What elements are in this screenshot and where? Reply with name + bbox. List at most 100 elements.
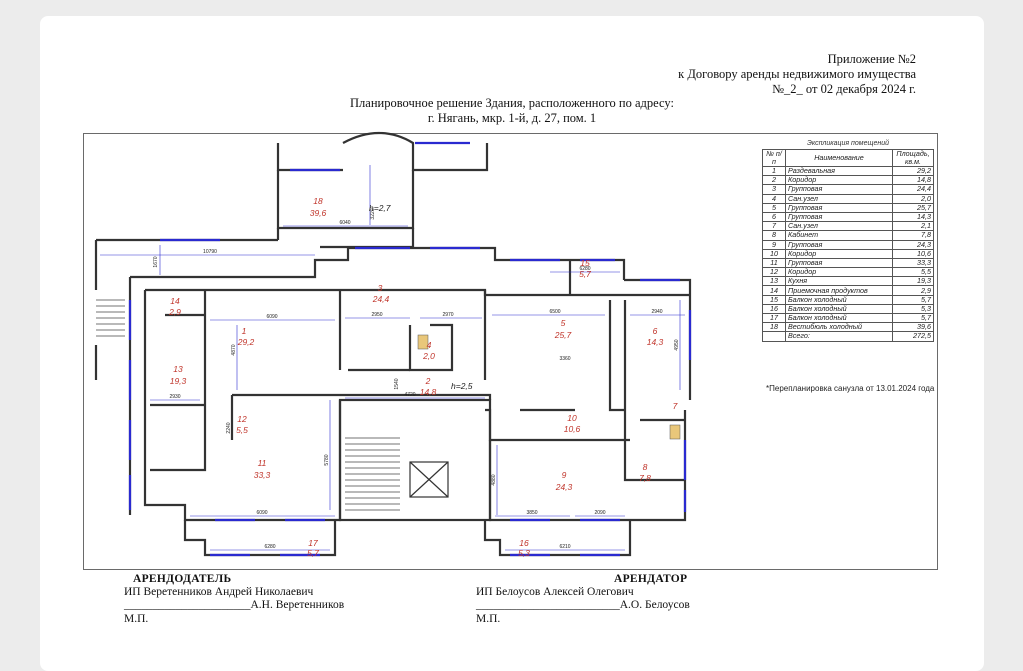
room-area: 5,7 — [307, 548, 319, 558]
room-area-cell: 272,5 — [892, 331, 934, 342]
room-name-cell: Всего: — [785, 331, 893, 342]
room-number: 9 — [562, 470, 567, 480]
room-number: 8 — [643, 462, 648, 472]
document-page: Приложение №2 к Договору аренды недвижим… — [40, 16, 984, 671]
row-number-cell: 10 — [762, 248, 786, 259]
dimension-label: 6090 — [256, 510, 267, 516]
room-number: 17 — [308, 538, 318, 548]
appendix-title: Приложение №2 — [827, 52, 916, 66]
row-number-cell: 8 — [762, 230, 786, 241]
room-area-cell: 5,7 — [892, 294, 934, 305]
room-area-cell: 14,8 — [892, 175, 934, 186]
tenant-name: ИП Белоусов Алексей Олегович — [476, 586, 634, 598]
dimension-label: 6210 — [559, 544, 570, 550]
row-number-cell: 14 — [762, 285, 786, 296]
plan-address: г. Нягань, мкр. 1-й, д. 27, пом. 1 — [427, 111, 597, 125]
room-area: 5,3 — [518, 548, 530, 558]
row-number-cell: 3 — [762, 184, 786, 195]
room-area-cell: 2,9 — [892, 285, 934, 296]
room-area-cell: 19,3 — [892, 276, 934, 287]
dimension-label: 4720 — [404, 392, 415, 398]
column-header: Площадь, кв.м. — [892, 149, 934, 167]
table-header-row: № п/п Наименование Площадь, кв.м. — [762, 149, 934, 167]
room-number: 13 — [173, 364, 183, 374]
dimension-label: 6040 — [339, 220, 350, 226]
row-number-cell: 18 — [762, 322, 786, 333]
room-number: 10 — [567, 413, 577, 423]
floor-plan-frame — [83, 133, 938, 570]
room-area: 25,7 — [554, 330, 572, 340]
room-name-cell: Балкон холодный — [785, 294, 893, 305]
tenant-role-text: АРЕНДАТОР — [614, 573, 688, 585]
room-number: 7 — [673, 401, 678, 411]
room-number: 2 — [425, 376, 431, 386]
room-area-cell: 24,3 — [892, 239, 934, 250]
room-area-cell: 7,8 — [892, 230, 934, 241]
room-number: 16 — [519, 538, 529, 548]
room-name-cell: Приемочная продуктов — [785, 285, 893, 296]
row-number-cell: 9 — [762, 239, 786, 250]
room-area: 33,3 — [254, 470, 271, 480]
table-row: Всего:272,5 — [762, 331, 934, 342]
room-area: 5,5 — [236, 425, 248, 435]
dimension-label: 2090 — [594, 510, 605, 516]
dimension-label: 3850 — [526, 510, 537, 516]
tenant-signature-line: _________________________А.О. Белоусов — [476, 599, 690, 611]
room-area: 2,9 — [168, 307, 181, 317]
landlord-name: ИП Веретенников Андрей Николаевич — [124, 586, 314, 598]
room-area: 14,8 — [420, 387, 437, 397]
explication-title: Экспликация помещений — [807, 140, 889, 147]
room-area: 7,8 — [639, 473, 651, 483]
room-area: 19,3 — [170, 376, 187, 386]
replanning-note: *Перепланировка санузла от 13.01.2024 го… — [766, 384, 935, 393]
dimension-label: 3360 — [559, 356, 570, 362]
dimension-label: 4870 — [231, 344, 237, 355]
dimension-label: 2940 — [651, 309, 662, 315]
column-header: Наименование — [785, 149, 893, 167]
room-number: 14 — [170, 296, 180, 306]
row-number-cell — [762, 331, 786, 342]
room-area: 10,6 — [564, 424, 581, 434]
room-name-cell: Групповая — [785, 184, 893, 195]
room-area: 24,4 — [372, 294, 390, 304]
room-area-cell: 24,4 — [892, 184, 934, 195]
dimension-label: 1540 — [394, 378, 400, 389]
dimension-label: 6500 — [549, 309, 560, 315]
room-area-cell: 10,6 — [892, 248, 934, 259]
room-area: 5,7 — [579, 269, 591, 279]
room-number: 6 — [653, 326, 658, 336]
room-area-cell: 25,7 — [892, 202, 934, 213]
dimension-label: 2240 — [226, 422, 232, 433]
room-area-cell: 14,3 — [892, 211, 934, 223]
room-name-cell: Сан.узел — [785, 193, 893, 204]
dimension-label: 5780 — [324, 454, 330, 465]
room-number: 4 — [427, 340, 432, 350]
landlord-signature-line: ______________________А.Н. Веретенников — [124, 599, 345, 611]
room-area: 29,2 — [237, 337, 255, 347]
room-area: 24,3 — [555, 482, 573, 492]
tenant-stamp: М.П. — [476, 613, 501, 625]
dimension-label: 4880 — [491, 474, 497, 485]
dimension-label: 2930 — [169, 394, 180, 400]
dimension-label: 3220 — [370, 208, 376, 219]
room-name-cell: Коридор — [785, 248, 893, 259]
room-area-cell: 2,0 — [892, 193, 934, 204]
dimension-label: 2970 — [442, 312, 453, 318]
room-number: 15 — [580, 258, 590, 268]
ceiling-height-label: h=2,7 — [369, 203, 391, 213]
dimension-label: 10790 — [203, 249, 217, 255]
room-area: 39,6 — [310, 208, 327, 218]
landlord-role: АРЕНДОДАТЕЛЬ — [133, 573, 231, 585]
